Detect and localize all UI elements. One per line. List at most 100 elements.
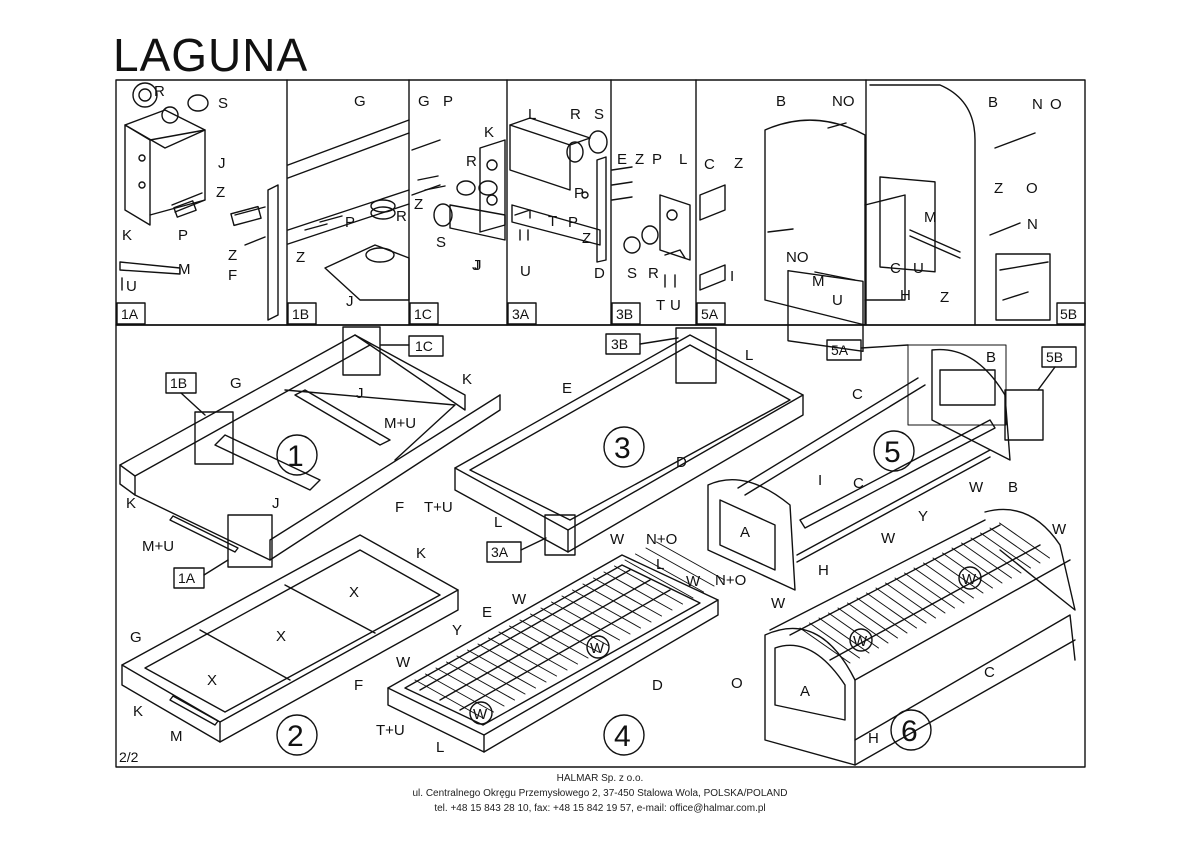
label-J: J <box>272 495 280 512</box>
slat <box>467 649 536 689</box>
svg-text:3A: 3A <box>491 544 509 560</box>
label-C: C <box>890 260 901 277</box>
slat <box>818 617 870 654</box>
label-S: S <box>594 106 604 123</box>
panel-3B-drawing <box>596 156 691 288</box>
slat <box>837 607 889 644</box>
step-3-circle <box>603 426 645 468</box>
label-K: K <box>133 703 143 720</box>
label-L: L <box>656 556 664 573</box>
label-P: P <box>574 185 584 202</box>
label-Y: Y <box>918 508 928 525</box>
label-G: G <box>354 93 366 110</box>
label-C: C <box>704 156 715 173</box>
label-NO: NO <box>786 249 809 266</box>
label-Z: Z <box>940 289 949 306</box>
label-M: M <box>178 261 191 278</box>
slat <box>961 542 1012 579</box>
label-S: S <box>436 234 446 251</box>
callout-3B: 3B <box>605 333 679 355</box>
label-J: J <box>472 257 480 274</box>
panel-tag-1B: 1B <box>287 302 317 325</box>
label-T-plus-U: T+U <box>424 499 453 516</box>
callout-1B: 1B <box>165 372 206 416</box>
label-N-plus-O: N+O <box>646 531 677 548</box>
label-B: B <box>986 349 996 366</box>
label-I: I <box>730 268 734 285</box>
label-R: R <box>396 208 407 225</box>
label-W: W <box>1052 521 1067 538</box>
label-J: J <box>346 293 354 310</box>
label-I: I <box>818 472 822 489</box>
label-M-plus-U: M+U <box>384 415 416 432</box>
label-Z: Z <box>734 155 743 172</box>
svg-text:5B: 5B <box>1046 349 1063 365</box>
label-W: W <box>686 573 701 590</box>
step-4-circle <box>603 714 645 756</box>
marker-W <box>586 635 610 659</box>
label-Z: Z <box>635 151 644 168</box>
label-C: C <box>853 475 864 492</box>
footer-contact: tel. +48 15 843 28 10, fax: +48 15 842 1… <box>434 803 766 814</box>
slat <box>999 522 1050 559</box>
svg-text:1A: 1A <box>178 570 196 586</box>
label-L: L <box>494 514 502 531</box>
label-W: W <box>881 530 896 547</box>
label-W: W <box>590 640 605 657</box>
label-S: S <box>627 265 637 282</box>
label-P: P <box>568 214 578 231</box>
panel-tag-5A: 5A <box>696 302 726 325</box>
panel-tag-1A: 1A <box>116 302 146 325</box>
label-L: L <box>745 347 753 364</box>
slat <box>904 572 955 609</box>
panel-tag-3B: 3B <box>611 302 641 325</box>
svg-text:1A: 1A <box>121 306 139 322</box>
label-X: X <box>349 584 359 601</box>
label-W: W <box>969 479 984 496</box>
label-K: K <box>416 545 426 562</box>
label-K: K <box>122 227 132 244</box>
slat <box>551 601 620 641</box>
label-W: W <box>396 654 411 671</box>
callout-1C: 1C <box>380 335 444 357</box>
panel-1A-drawing <box>119 82 266 291</box>
slat <box>885 582 936 619</box>
slat <box>456 655 526 695</box>
label-C: C <box>984 664 995 681</box>
label-P: P <box>345 214 355 231</box>
page-title: LAGUNA <box>113 29 309 81</box>
slat <box>856 597 908 634</box>
step-6-drawing <box>764 508 1076 766</box>
slat <box>913 567 965 604</box>
label-NO: NO <box>832 93 855 110</box>
svg-text:5A: 5A <box>701 306 719 322</box>
step-1-drawing <box>119 326 501 568</box>
label-L: L <box>679 151 687 168</box>
label-R: R <box>570 106 581 123</box>
panel-5B-drawing <box>864 84 1051 326</box>
label-X: X <box>207 672 217 689</box>
panel-1B-drawing <box>267 119 410 321</box>
label-Z: Z <box>582 230 591 247</box>
label-E: E <box>562 380 572 397</box>
label-G: G <box>418 93 430 110</box>
svg-text:1C: 1C <box>414 306 432 322</box>
label-U: U <box>670 297 681 314</box>
panel-3A-drawing <box>509 117 608 246</box>
panel-1C-drawing <box>411 139 506 241</box>
label-M-plus-U: M+U <box>142 538 174 555</box>
slat <box>847 602 898 639</box>
svg-text:3A: 3A <box>512 306 530 322</box>
slat <box>951 547 1003 584</box>
label-W: W <box>512 591 527 608</box>
marker-W <box>958 566 982 590</box>
step-4-number: 4 <box>614 720 631 753</box>
slat <box>942 552 993 589</box>
label-U: U <box>832 292 843 309</box>
slat <box>932 557 984 594</box>
slat <box>446 661 515 701</box>
slat <box>509 625 578 665</box>
label-R: R <box>466 153 477 170</box>
slat <box>989 527 1041 564</box>
